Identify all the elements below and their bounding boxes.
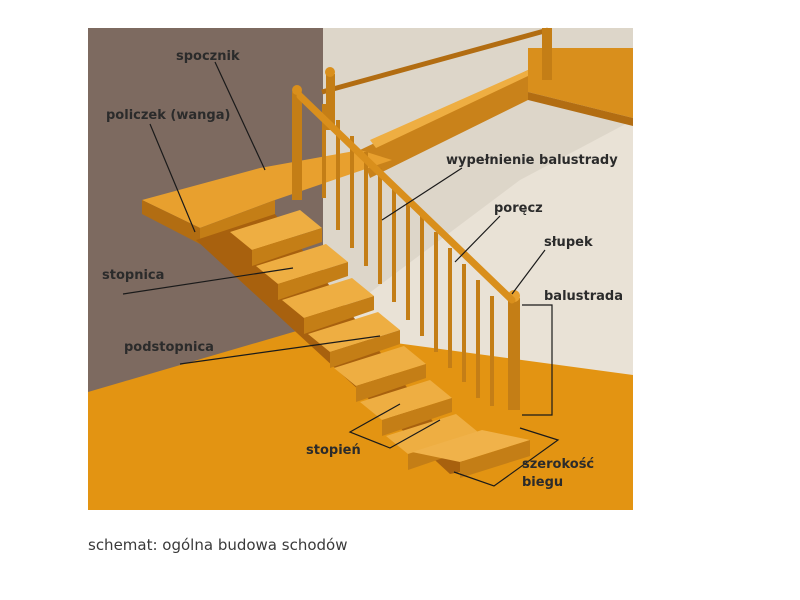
caption: schemat: ogólna budowa schodów [88, 536, 348, 554]
step [334, 346, 426, 402]
balusters [322, 104, 494, 406]
labels: spocznik policzek (wanga) wypełnienie ba… [102, 49, 623, 490]
upper-flight [321, 27, 633, 178]
bracket-stopien [348, 403, 441, 449]
leader-lines [122, 61, 560, 487]
balustrade [292, 67, 520, 410]
newel-post-top [292, 92, 302, 200]
label-szerokosc: szerokość [522, 457, 594, 472]
step [412, 430, 530, 478]
newel-post-mid [326, 74, 335, 130]
step [282, 278, 374, 334]
label-stopien: stopień [306, 443, 361, 458]
newel-cap-top [292, 85, 302, 95]
label-spocznik: spocznik [176, 49, 240, 64]
leader-stopnica [122, 267, 294, 295]
label-slupek: słupek [544, 235, 593, 250]
label-balustrada: balustrada [544, 289, 623, 304]
newel-post [508, 298, 520, 410]
step [360, 380, 452, 436]
leader-podstopnica [179, 335, 381, 365]
step [308, 312, 400, 368]
bracket-szerokosc [453, 427, 560, 487]
label-biegu: biegu [522, 475, 563, 490]
step [230, 210, 322, 266]
label-policzek: policzek (wanga) [106, 108, 230, 123]
label-porecz: poręcz [494, 201, 543, 216]
label-wypelnienie: wypełnienie balustrady [446, 153, 618, 168]
leader-porecz [454, 215, 501, 263]
label-stopnica: stopnica [102, 268, 164, 283]
bracket-balustrada [522, 304, 553, 416]
step [256, 244, 348, 300]
steps [230, 210, 530, 478]
leader-spocznik [214, 61, 266, 171]
leader-wypelnienie [381, 167, 463, 221]
label-podstopnica: podstopnica [124, 340, 214, 355]
newel-cap-mid [325, 67, 335, 77]
leader-policzek [149, 123, 196, 233]
leader-slupek [511, 249, 546, 295]
handrail [296, 92, 516, 304]
